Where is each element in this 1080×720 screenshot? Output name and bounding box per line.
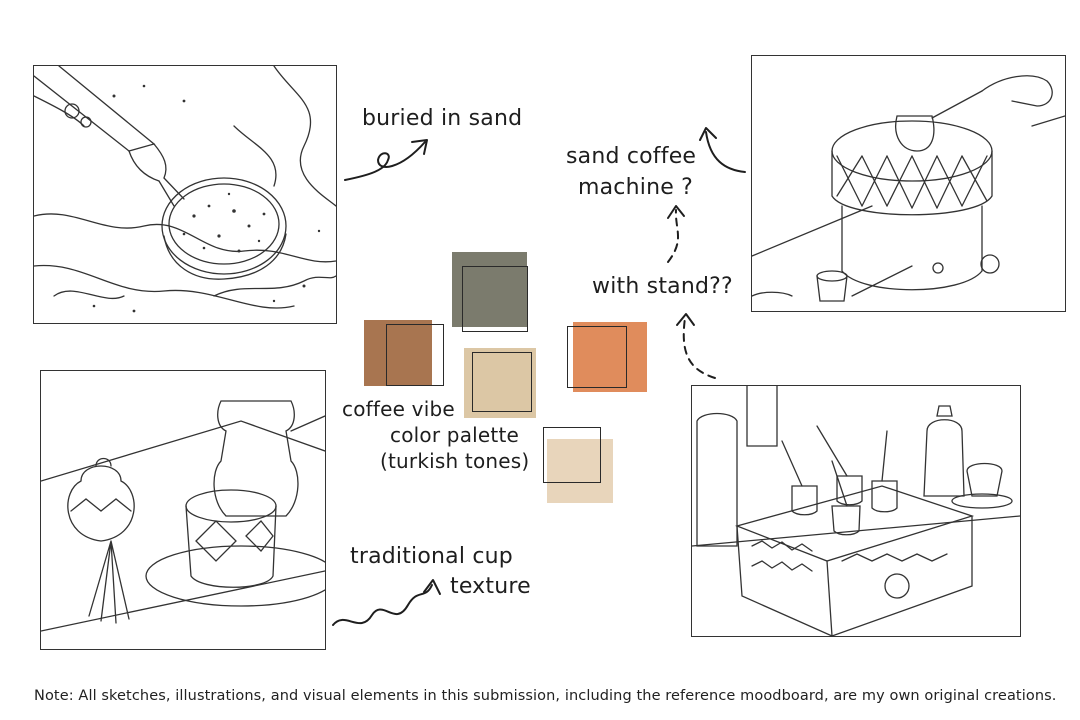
palette-swatch-gray <box>452 252 532 332</box>
swatch-frame-sand <box>472 352 532 412</box>
swatch-fill-sand <box>464 348 536 418</box>
arrow-traditional-cup <box>332 584 433 626</box>
sand-coffee-machine-drawing <box>752 75 1065 302</box>
swatch-frame-gray <box>462 266 528 332</box>
coffee-stand-sketch <box>691 385 1021 637</box>
swatch-fill-gray <box>452 252 527 327</box>
arrowhead-coffee-stand <box>676 313 695 326</box>
palette-swatch-cream <box>543 427 615 505</box>
arrow-coffee-stand-dashed <box>682 317 716 379</box>
arrow-buried-in-sand <box>344 141 426 181</box>
cezve-in-sand-drawing <box>34 66 336 313</box>
turkish-cup-tray-sketch <box>40 370 326 650</box>
note-palette-line2: color palette <box>390 423 520 447</box>
note-sand-machine-line2: machine ? <box>578 175 694 200</box>
note-traditional-cup-line2: texture <box>450 574 531 599</box>
arrowhead-traditional-cup <box>423 579 441 595</box>
note-with-stand: with stand?? <box>592 274 733 299</box>
palette-swatch-sand <box>464 348 540 420</box>
swatch-fill-brown <box>364 320 432 386</box>
palette-swatch-orange <box>567 322 649 394</box>
arrowhead-buried-in-sand <box>411 139 428 155</box>
footnote: Note: All sketches, illustrations, and v… <box>34 688 1057 704</box>
arrow-with-stand-dashed <box>667 209 679 263</box>
sand-coffee-machine-sketch <box>751 55 1066 312</box>
palette-swatch-brown <box>364 320 446 390</box>
turkish-cup-tray-drawing <box>41 400 325 632</box>
arrow-sand-machine <box>705 131 746 173</box>
swatch-frame-brown <box>386 324 444 386</box>
cezve-in-sand-sketch <box>33 65 337 324</box>
note-traditional-cup-line1: traditional cup <box>350 544 513 569</box>
swatch-frame-orange <box>567 326 627 388</box>
swatch-fill-cream <box>547 439 613 503</box>
note-palette-line3: (turkish tones) <box>380 449 530 473</box>
note-sand-machine-line1: sand coffee <box>566 144 697 169</box>
arrowhead-with-stand <box>667 205 685 219</box>
swatch-frame-cream <box>543 427 601 483</box>
note-buried-in-sand: buried in sand <box>362 106 523 131</box>
swatch-fill-orange <box>573 322 647 392</box>
coffee-stand-drawing <box>692 386 1020 636</box>
note-palette-line1: coffee vibe <box>342 397 455 421</box>
arrowhead-sand-machine <box>699 127 717 141</box>
